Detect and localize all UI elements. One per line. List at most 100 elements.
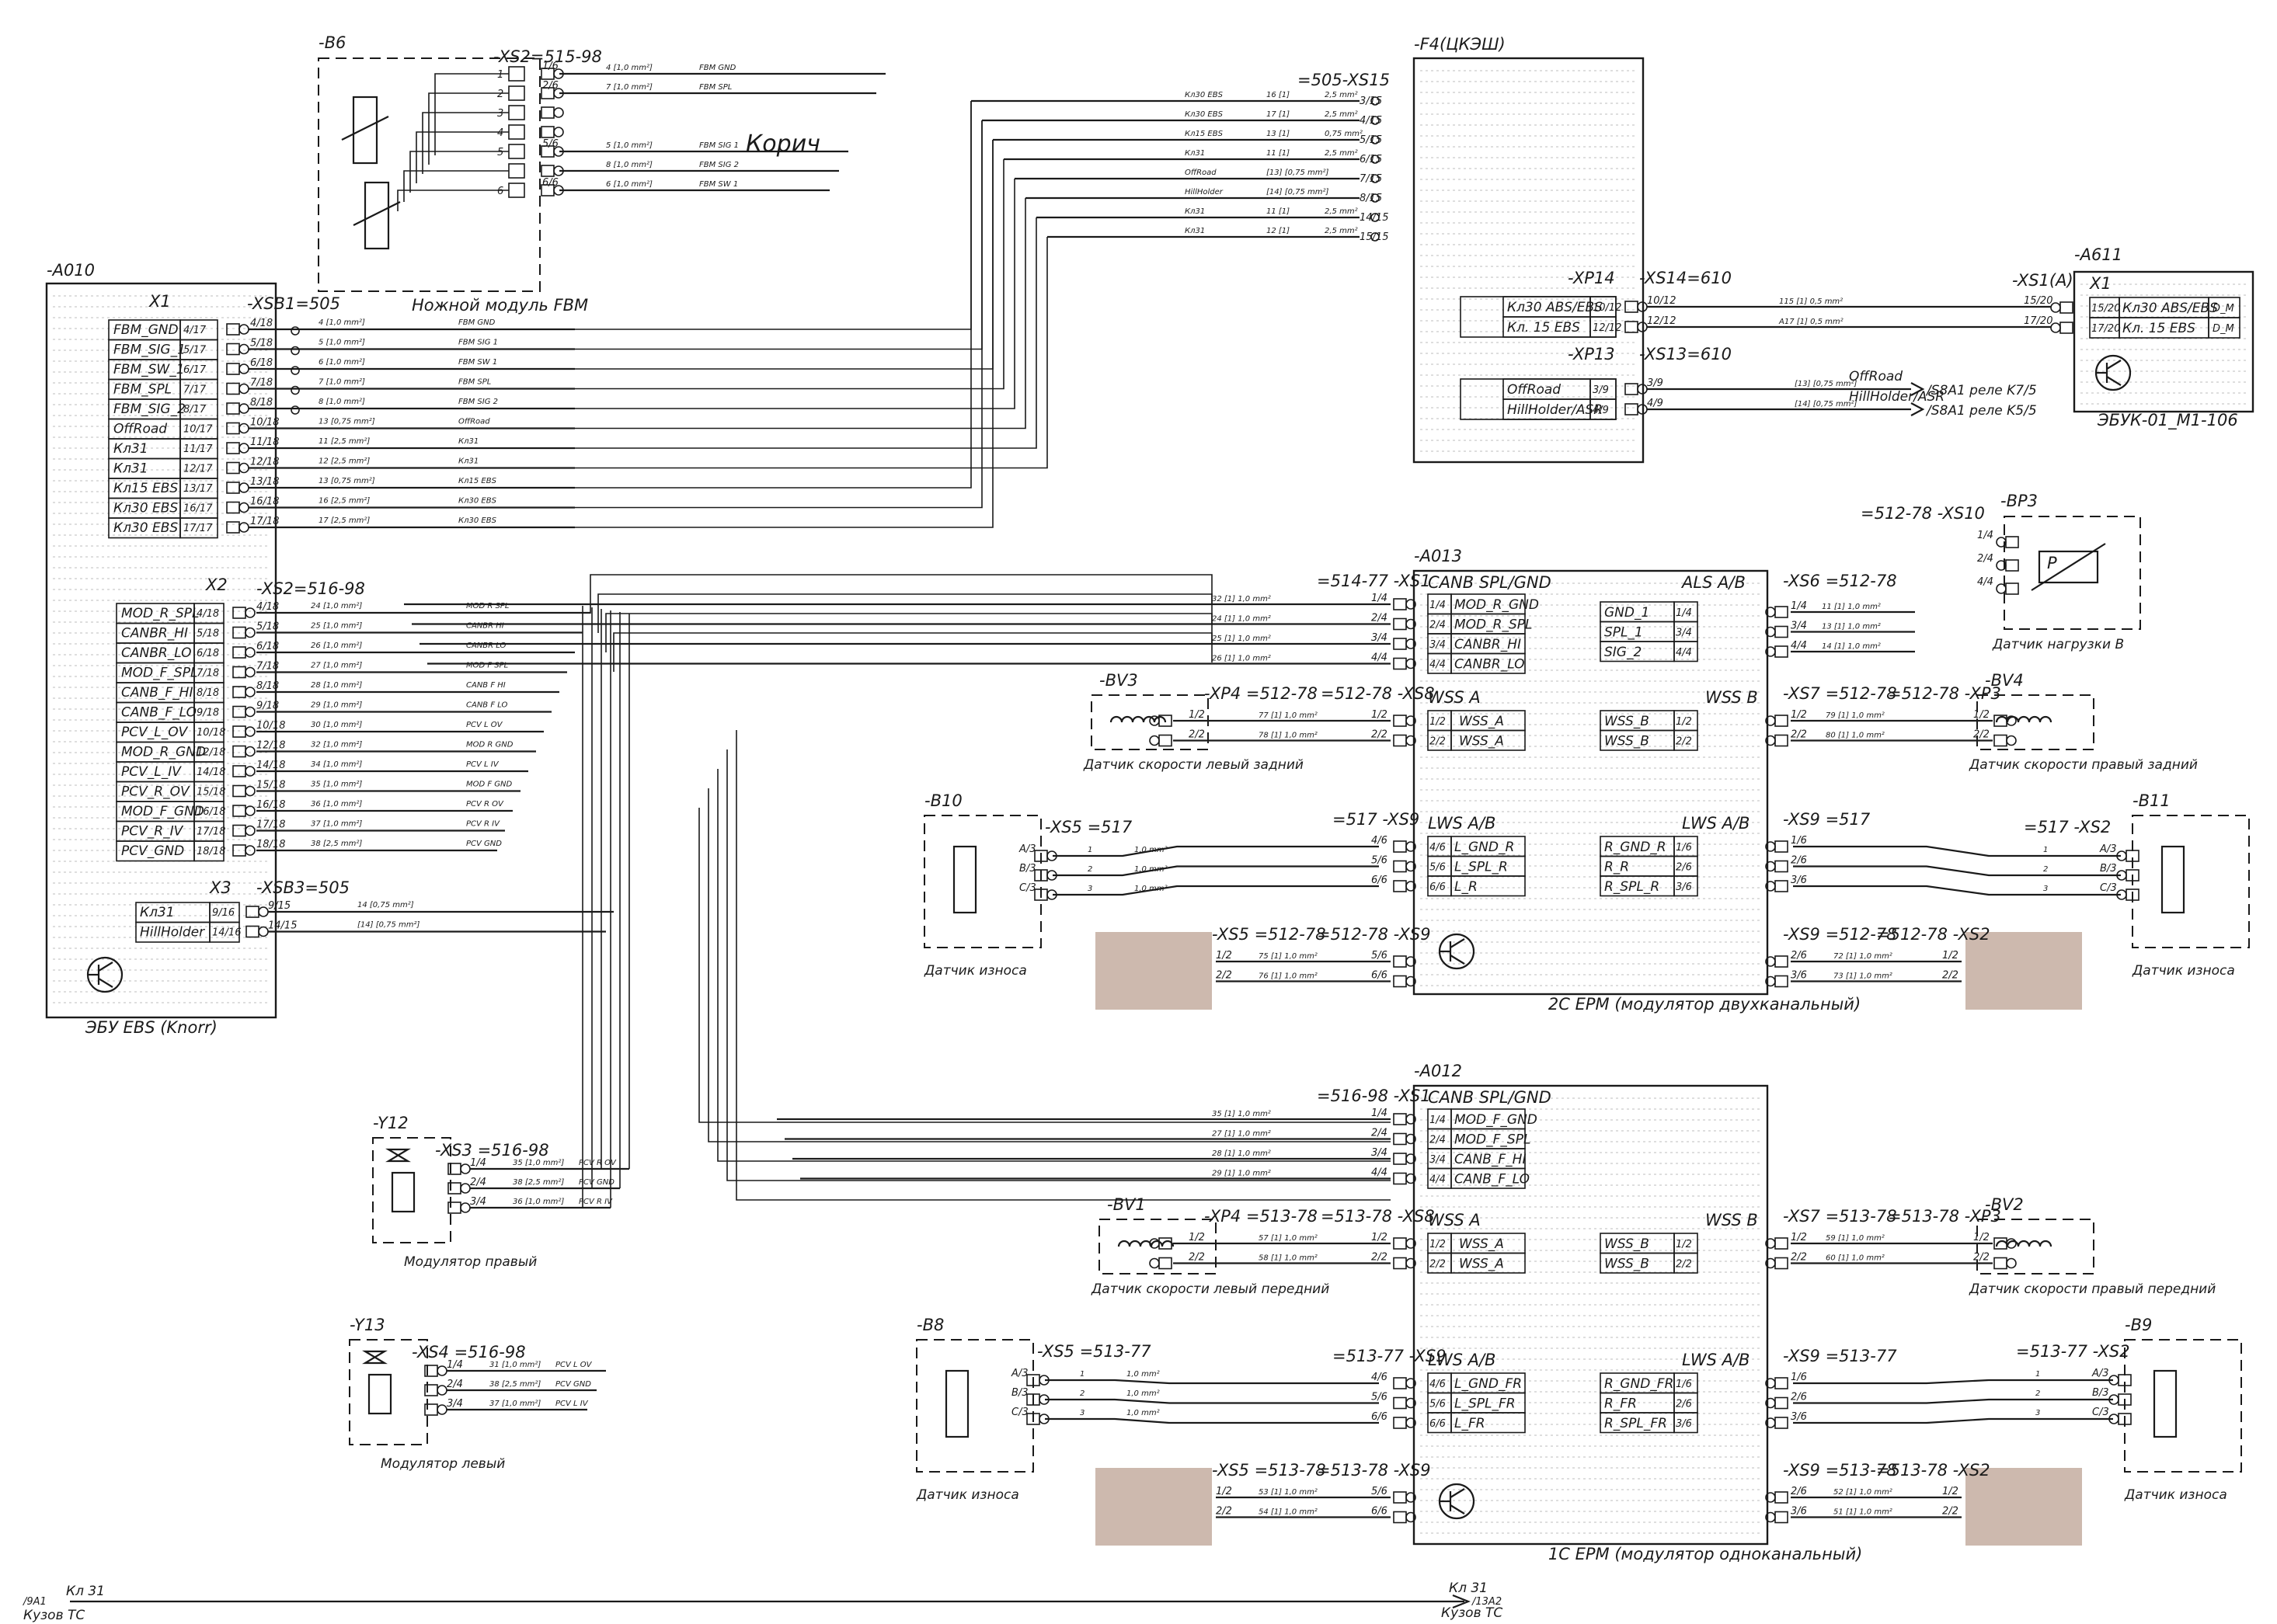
a012-canb-connector-pin (1393, 1172, 1407, 1185)
a013-canb-connector-pin (1405, 658, 1416, 669)
x1-connector-pin (238, 383, 249, 395)
x2-wire-name: CANBR LO (466, 642, 507, 650)
x2-signal-name: PCV_GND (121, 843, 184, 859)
a012-lwsr-connector-pin (1765, 1378, 1776, 1389)
a611-caption: ЭБУК-01_М1-106 (2097, 411, 2238, 430)
a012-lowleft-pin: 2/2 (1216, 1506, 1232, 1518)
a012-wssb-connector-pin (1765, 1257, 1776, 1269)
b10-pin: A/3 (1018, 843, 1036, 855)
bundle-wire-x1 (575, 140, 994, 528)
x2-wire-name: CANB F HI (466, 681, 506, 690)
a013-wssa-connector-pin (1405, 715, 1416, 726)
x1-conn-pin: 7/18 (250, 377, 273, 389)
x2-signal-name: CANBR_LO (121, 645, 192, 661)
xp14-wire-number: 115 [1] 0,5 mm² (1779, 297, 1843, 306)
bv2-frame (1976, 1219, 2094, 1275)
xp13-arrow-icon (1910, 402, 1925, 416)
a012-lowleft-connector-pin (1393, 1511, 1407, 1524)
ground-arrow-icon (1452, 1594, 1471, 1609)
fbm-wire-number: 6 [1,0 mm²] (606, 180, 653, 189)
xp13-arrow-icon (1910, 382, 1925, 396)
a611-id: -A611 (2074, 245, 2122, 264)
a012-lwsr-signal: R_SPL_FR (1604, 1416, 1667, 1431)
a012-lwsr-connector-pin (1774, 1377, 1788, 1389)
x2-pin-cell (193, 840, 225, 862)
ecu-a010-transistor-icon (98, 962, 113, 972)
x2-wire-name: PCV L OV (466, 721, 503, 729)
b8-wire (1045, 1417, 1379, 1424)
a013-id: -A013 (1414, 547, 1462, 565)
a013-als-conn-pin: 4/4 (1791, 640, 1807, 652)
x1-wire-name: FBM GND (458, 318, 496, 327)
x3-connector-pin (258, 906, 269, 917)
x1-connector-pin (238, 462, 249, 474)
bv3-frame (1091, 694, 1209, 750)
x3-connector-pin (245, 925, 259, 938)
y13-caption: Модулятор левый (381, 1456, 505, 1472)
a012-lowleft-connector-pin (1393, 1491, 1407, 1504)
a012-wssb-pin-cell (1673, 1252, 1698, 1274)
a013-canb-conn-pin: 2/4 (1371, 613, 1387, 624)
x2-connector-pin (245, 607, 256, 618)
a012-lowleft-pin: 1/2 (1216, 1486, 1232, 1497)
x2-wire-name: MOD F GND (466, 781, 513, 789)
a013-canb-pin: 2/4 (1429, 620, 1446, 631)
a012-xs9r-label: -XS9 =513-77 (1783, 1347, 1897, 1365)
a013-photo-patch-right (1965, 932, 2082, 1010)
bp3-connector-pin (2005, 559, 2019, 572)
a012-lwsr-conn-pin: 1/6 (1791, 1372, 1807, 1383)
x2-conn-pin: 8/18 (256, 680, 279, 692)
fbm-pin-box (508, 183, 525, 198)
a012-canb-conn-pin: 4/4 (1371, 1167, 1387, 1179)
a012-lwsr-signal: R_GND_FR (1604, 1376, 1673, 1392)
bv3-coil-icon (1109, 715, 1167, 723)
b8-wire-number: 1 (1080, 1370, 1085, 1379)
b10-wire-size: 1,0 mm² (1134, 865, 1168, 874)
bv4-id: -BV4 (1985, 671, 2024, 690)
b9-wire (1793, 1398, 2113, 1404)
bp3-connector-pin (2005, 536, 2019, 548)
x2-connector-pin (245, 726, 256, 737)
a013-lwsr-connector-pin (1765, 861, 1776, 872)
x1-pin-number: 4/17 (183, 325, 207, 336)
a013-body (1412, 569, 1769, 996)
x2-signal-name: CANB_F_HI (121, 685, 193, 701)
y12-valve-icon (385, 1148, 411, 1163)
bv1-frame (1098, 1219, 1217, 1275)
b9-connector-id: =513-77 -XS2 (2016, 1342, 2130, 1361)
x1-wire-name: OffRoad (458, 418, 490, 426)
a013-wssa-wire-number: 77 [1] 1,0 mm² (1259, 711, 1318, 720)
a611-pin: 15/20 (2091, 303, 2120, 315)
b9-wire-number: 2 (2035, 1389, 2040, 1398)
a013-canb-wire-number: 32 [1] 1,0 mm² (1212, 595, 1271, 603)
x2-connector-id: -XS2=516-98 (256, 579, 365, 598)
a012-lowleft-wire-number: 53 [1] 1,0 mm² (1259, 1488, 1318, 1497)
x2-wire-name: MOD F SPL (466, 662, 508, 670)
a013-lowleft-wire-number: 76 [1] 1,0 mm² (1259, 972, 1318, 981)
a611-x1-label: X1 (2089, 274, 2112, 293)
b10-wire-number: 1 (1088, 846, 1092, 854)
a013-als-signal: GND_1 (1604, 605, 1649, 621)
a013-als-wire-number: 14 [1] 1,0 mm² (1822, 642, 1881, 651)
a012-lwsr-signal: R_FR (1604, 1396, 1637, 1412)
a013-lowleft-connector-pin (1405, 956, 1416, 967)
a013-lwsl-connector-pin (1405, 881, 1416, 892)
b9-pin: A/3 (2091, 1368, 2109, 1379)
x1-signal-name: Кл31 (113, 441, 148, 457)
y12-pin: 3/4 (470, 1196, 486, 1208)
x1-wire-number: 11 [2,5 mm²] (319, 437, 370, 446)
fbm-internal-wire (397, 190, 509, 211)
x2-pin-number: 14/18 (197, 767, 225, 778)
a012-lwsl-pin: 6/6 (1429, 1418, 1446, 1430)
xs15-wire-name: OffRoad (1185, 169, 1217, 177)
a013-canb-conn-pin: 4/4 (1371, 652, 1387, 664)
b11-pin: A/3 (2099, 843, 2117, 855)
a012-xp3-pin: 2/2 (1973, 1252, 1990, 1264)
y13-wire-name: PCV L OV (555, 1361, 593, 1369)
fbm-wire-number: 7 [1,0 mm²] (606, 83, 653, 92)
fbm-connector-pin (541, 106, 555, 119)
y12-caption: Модулятор правый (404, 1254, 537, 1270)
x1-signal-name: Кл31 (113, 461, 148, 477)
y12-connector-pin (460, 1163, 471, 1174)
xs15-wire-size: 2,5 mm² (1325, 91, 1358, 99)
